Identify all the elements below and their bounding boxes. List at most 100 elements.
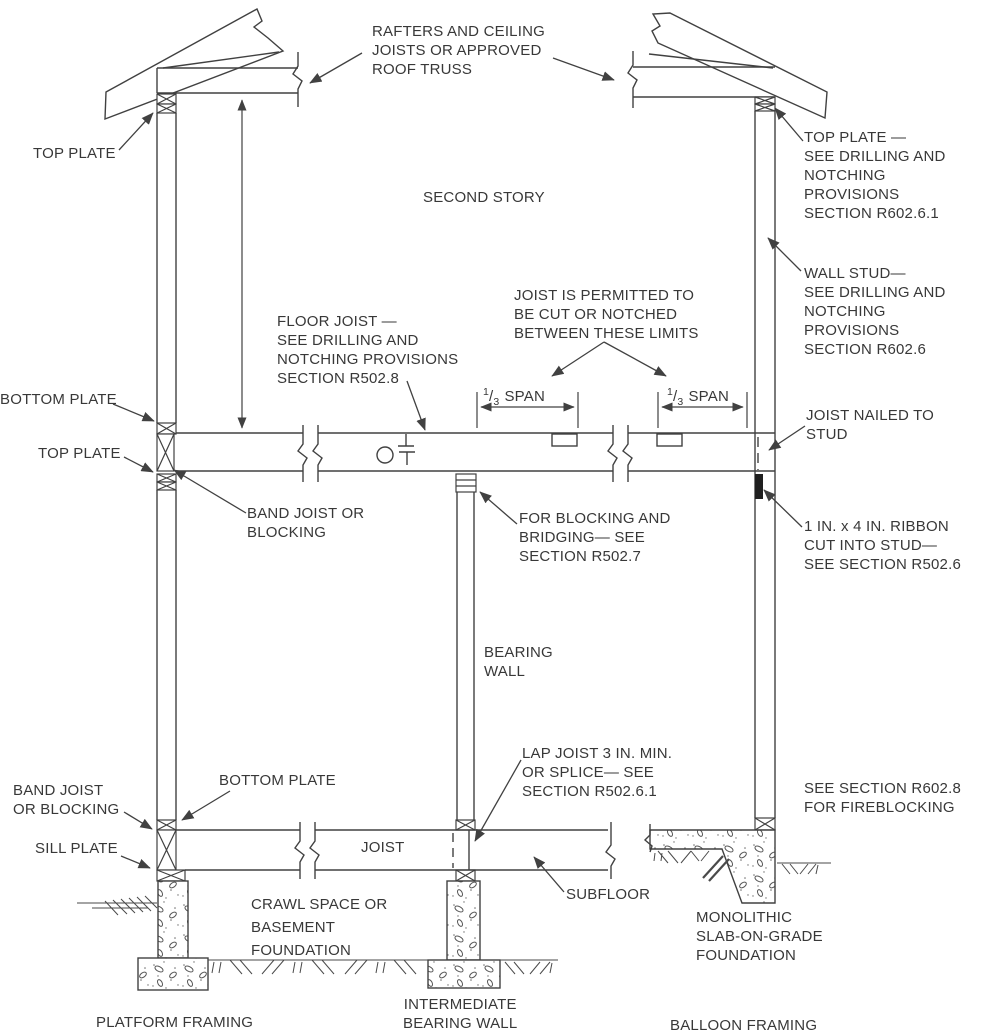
right-sill-box: [754, 817, 776, 831]
span-fraction-slash: /: [673, 388, 678, 405]
left-band-joist-box-lower: [156, 829, 177, 871]
left-ceiling-joist-edge: [162, 51, 280, 69]
span-ticks-right: [657, 392, 748, 428]
label-crawl-space: CRAWL SPACE OR BASEMENT FOUNDATION: [251, 896, 388, 959]
right-roof: [627, 12, 828, 120]
foundations: [137, 824, 776, 991]
label-joist-nailed: JOIST NAILED TO STUD: [806, 407, 935, 443]
label-sill-plate: SILL PLATE: [35, 840, 118, 857]
ribbon-block: [755, 474, 763, 499]
left-bottom-plate-box: [156, 422, 177, 435]
left-grade-hatch: [104, 895, 158, 916]
label-lap-joist: LAP JOIST 3 IN. MIN. OR SPLICE— SEE SECT…: [522, 745, 673, 800]
leader-bottom-plate-lower: [181, 790, 231, 821]
right-rafter: [651, 12, 828, 120]
first-floor-joist-band: [176, 822, 616, 879]
grade-marks: [77, 850, 831, 975]
notch-limit-left: [551, 433, 578, 447]
bearing-wall-cap: [455, 473, 477, 493]
second-floor-joist-band: [176, 425, 775, 482]
label-ribbon: 1 IN. x 4 IN. RIBBON CUT INTO STUD— SEE …: [804, 518, 961, 573]
label-wall-stud: WALL STUD— SEE DRILLING AND NOTCHING PRO…: [804, 265, 946, 358]
slab-break: [643, 824, 653, 853]
span-ticks-left: [476, 392, 579, 428]
leader-band-joist-upper: [173, 469, 247, 514]
right-ceiling-break: [627, 51, 638, 108]
joist-break-right: [607, 425, 633, 482]
leader-lap-joist: [474, 759, 522, 842]
leader-rafters-left: [309, 52, 363, 84]
caption-platform-framing: PLATFORM FRAMING: [96, 1014, 254, 1031]
label-bearing-wall: BEARING WALL: [484, 644, 553, 680]
right-ceiling-band: [633, 66, 775, 98]
label-joist-cut: JOIST IS PERMITTED TO BE CUT OR NOTCHED …: [514, 287, 699, 342]
span-fraction-numerator: 1: [667, 386, 674, 398]
leader-band-joist-lower: [123, 811, 153, 830]
leader-top-plate-left: [118, 112, 154, 151]
left-roof: [104, 8, 303, 121]
leader-blocking-bridging: [479, 491, 518, 525]
label-top-plate-left: TOP PLATE: [33, 145, 116, 162]
label-joist: JOIST: [361, 839, 405, 856]
leader-floor-joist: [406, 380, 426, 431]
left-band-joist-box-upper: [156, 433, 175, 472]
span-fraction-denominator: 3: [493, 396, 500, 408]
label-subfloor: SUBFLOOR: [566, 886, 651, 903]
right-wall-studs: [754, 111, 776, 818]
label-fireblocking: SEE SECTION R602.8 FOR FIREBLOCKING: [804, 780, 961, 816]
left-bottom-plate-box-lower: [156, 819, 177, 831]
pier-shaft: [446, 880, 481, 961]
label-monolithic: MONOLITHIC SLAB-ON-GRADE FOUNDATION: [696, 909, 823, 964]
left-footing: [137, 957, 209, 991]
label-band-joist-lower: BAND JOIST OR BLOCKING: [13, 782, 120, 818]
left-ceiling-break: [292, 52, 303, 107]
under-slab-hatch: [653, 850, 710, 864]
leader-joist-cut-right: [603, 341, 667, 377]
span-word: SPAN: [504, 388, 546, 405]
earth-hatch: [211, 959, 553, 975]
right-grade-hatch: [781, 863, 819, 875]
leader-rafters-right: [552, 57, 615, 81]
leader-subfloor: [533, 856, 565, 893]
left-top-plate-box-mid: [156, 473, 177, 491]
monolithic-slab: [649, 829, 776, 904]
bearing-wall-studs: [456, 492, 475, 820]
label-span-right: 1/3 SPAN: [667, 383, 729, 412]
span-fraction-denominator: 3: [677, 396, 684, 408]
label-top-plate-mid: TOP PLATE: [38, 445, 121, 462]
leader-lines: [112, 52, 806, 893]
leader-top-plate-right: [774, 107, 804, 142]
label-band-joist-upper: BAND JOIST OR BLOCKING: [247, 505, 365, 541]
left-foundation-wall: [157, 880, 189, 959]
leader-joist-nailed: [768, 425, 806, 451]
caption-intermediate-bearing-wall: INTERMEDIATE BEARING WALL: [403, 996, 518, 1032]
caption-balloon-framing: BALLOON FRAMING: [670, 1017, 818, 1034]
label-blocking-bridging: FOR BLOCKING AND BRIDGING— SEE SECTION R…: [519, 510, 671, 565]
label-bottom-plate-lower: BOTTOM PLATE: [219, 772, 336, 789]
label-second-story: SECOND STORY: [423, 189, 545, 206]
bearing-bottom-plate-box: [455, 819, 476, 831]
leader-bottom-plate-upper: [112, 403, 155, 422]
left-sill-plate-box: [156, 869, 186, 882]
compaction-marks: [702, 855, 730, 882]
label-bottom-plate-upper: BOTTOM PLATE: [0, 391, 117, 408]
leader-joist-cut-left: [551, 341, 605, 377]
right-ceiling-joist-edge: [648, 53, 774, 69]
notch-limit-right: [656, 433, 683, 447]
joist-break-left: [297, 425, 323, 482]
pier-footing: [427, 959, 501, 989]
left-top-plate-box: [156, 93, 177, 114]
bearing-sill-box: [455, 869, 476, 882]
span-fraction-slash: /: [489, 388, 494, 405]
leader-ribbon: [763, 489, 803, 528]
bored-hole-symbol: [376, 446, 394, 464]
floor-break-right: [605, 822, 616, 879]
span-word: SPAN: [688, 388, 730, 405]
centerline-symbol: [398, 434, 415, 465]
leader-sill-plate: [120, 855, 151, 869]
label-floor-joist: FLOOR JOIST — SEE DRILLING AND NOTCHING …: [277, 313, 459, 387]
dimension-arrows: [237, 99, 748, 429]
